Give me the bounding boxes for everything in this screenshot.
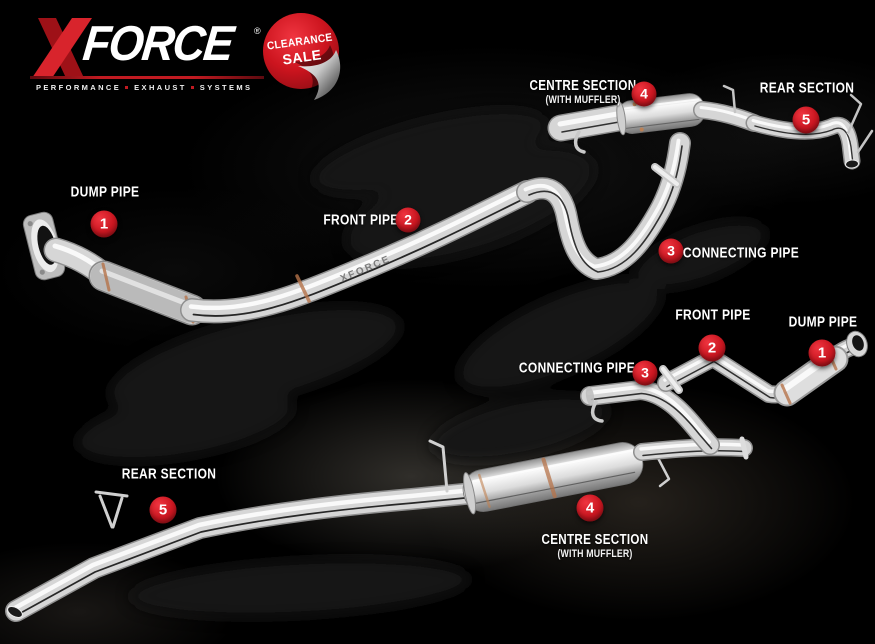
- label-centre-section-top: CENTRE SECTION (WITH MUFFLER): [530, 79, 637, 107]
- xforce-logo: FORCE ® PERFORMANCE EXHAUST SYSTEMS: [26, 14, 276, 92]
- badge-front-pipe-bottom: 2: [698, 334, 726, 362]
- label-rear-section-bottom: REAR SECTION: [121, 465, 217, 483]
- shadow-reflections: [76, 109, 767, 618]
- badge-connecting-pipe-bottom: 3: [632, 360, 658, 386]
- clearance-sale-sticker: CLEARANCE SALE: [262, 8, 348, 102]
- label-centre-section-bottom: CENTRE SECTION (WITH MUFFLER): [542, 533, 649, 561]
- badge-centre-section-top: 4: [631, 81, 657, 107]
- top-connecting-pipe: [516, 132, 691, 280]
- top-exhaust-system: XFORCE: [22, 84, 874, 326]
- centre-section-subtitle-bottom: (WITH MUFFLER): [557, 548, 633, 561]
- sticker-shape: [263, 13, 341, 100]
- bottom-centre-outlet-pipe: [633, 436, 753, 461]
- label-rear-section-top: REAR SECTION: [759, 79, 855, 97]
- top-flex-braid: [88, 260, 208, 326]
- tagline-separator-icon: [190, 86, 194, 89]
- top-front-pipe: XFORCE: [180, 180, 539, 324]
- label-connecting-pipe-bottom: CONNECTING PIPE: [518, 359, 636, 377]
- sticker-text: CLEARANCE SALE: [257, 3, 346, 97]
- centre-section-title-bottom: CENTRE SECTION: [541, 532, 649, 549]
- label-front-pipe-bottom: FRONT PIPE: [675, 306, 751, 324]
- badge-rear-section-bottom: 5: [149, 496, 177, 524]
- centre-section-subtitle-top: (WITH MUFFLER): [545, 94, 621, 107]
- label-front-pipe-top: FRONT PIPE: [323, 211, 399, 229]
- label-dump-pipe-bottom: DUMP PIPE: [788, 313, 858, 331]
- sticker-peel-corner: [298, 50, 341, 100]
- logo-red-rule: [30, 76, 264, 79]
- logo-tagline: PERFORMANCE EXHAUST SYSTEMS: [36, 83, 252, 92]
- tagline-word-3: SYSTEMS: [199, 83, 253, 92]
- registered-trademark: ®: [254, 26, 261, 36]
- tagline-separator-icon: [125, 86, 129, 89]
- logo-wordmark: FORCE: [80, 17, 235, 71]
- bottom-exhaust-system: [5, 330, 868, 622]
- bottom-front-and-dump-pipe: [657, 330, 868, 407]
- badge-dump-pipe-top: 1: [90, 210, 118, 238]
- top-rear-section: [722, 84, 874, 170]
- badge-connecting-pipe-top: 3: [658, 238, 684, 264]
- tagline-word-1: PERFORMANCE: [36, 83, 122, 92]
- logo-x-mark: [32, 18, 92, 78]
- centre-section-title-top: CENTRE SECTION: [529, 78, 637, 95]
- badge-front-pipe-top: 2: [395, 207, 421, 233]
- bottom-hanger-brackets: [94, 439, 671, 529]
- badge-dump-pipe-bottom: 1: [808, 339, 836, 367]
- bottom-rear-section-pipe: [5, 482, 485, 622]
- tagline-word-2: EXHAUST: [134, 83, 187, 92]
- logo-force-text: FORCE: [80, 17, 235, 71]
- badge-centre-section-bottom: 4: [576, 494, 604, 522]
- bottom-connecting-pipe: [580, 380, 720, 455]
- label-connecting-pipe-top: CONNECTING PIPE: [682, 244, 800, 262]
- badge-rear-section-top: 5: [792, 106, 820, 134]
- label-dump-pipe-top: DUMP PIPE: [70, 183, 140, 201]
